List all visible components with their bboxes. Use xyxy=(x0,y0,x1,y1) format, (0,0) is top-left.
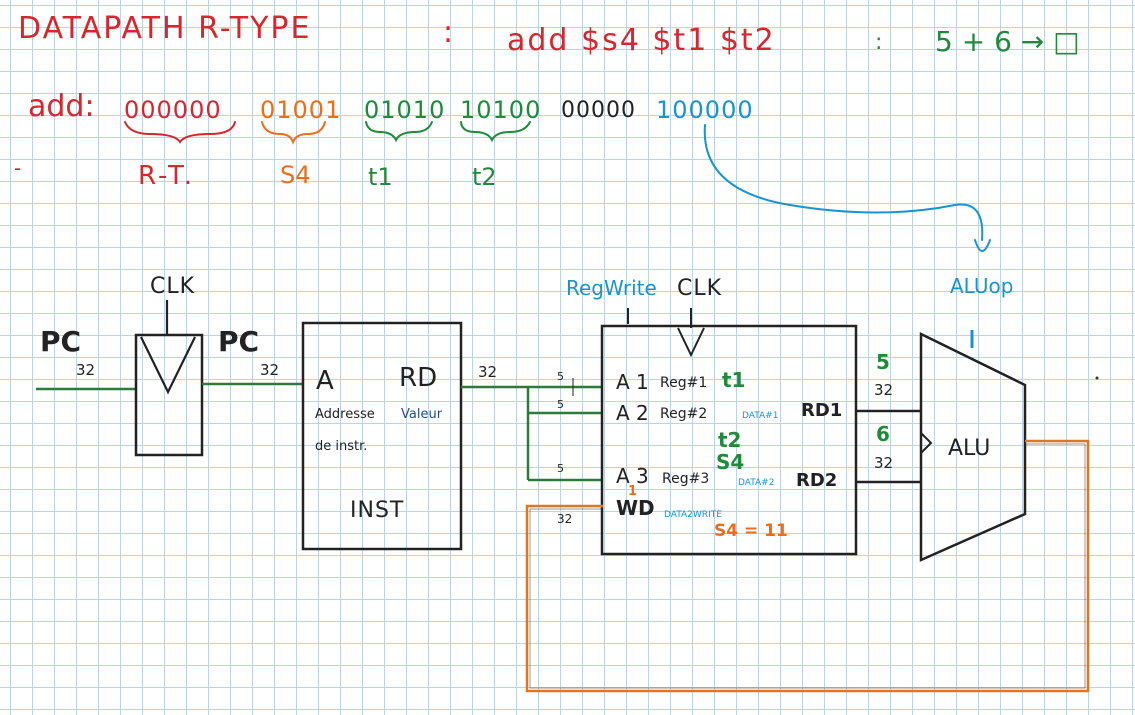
reg-port-a3: A 3 xyxy=(616,464,649,488)
alu-notch xyxy=(920,432,933,454)
encoding-label: add: xyxy=(28,89,95,124)
rt-name: t1 xyxy=(368,163,393,191)
reg-port-a2: A 2 xyxy=(616,401,649,425)
rs-name: S4 xyxy=(280,161,311,189)
wd-one: 1 xyxy=(628,484,638,499)
pc-out-width: 32 xyxy=(260,361,280,379)
brace-t1 xyxy=(365,121,433,143)
inst-port-rd: RD xyxy=(399,363,438,393)
rd2-label: RD2 xyxy=(796,470,838,491)
reg-a2-value: t2 xyxy=(718,428,742,452)
brace-rtype xyxy=(124,121,236,144)
wd-sublabel: DATA2WRITE xyxy=(664,510,722,520)
field-braces xyxy=(124,121,531,145)
reg-a1-value: t1 xyxy=(722,368,746,392)
rd-bits: 10100 xyxy=(460,96,542,124)
a2-width: 5 xyxy=(557,398,564,411)
rd1-label: RD1 xyxy=(801,400,843,421)
write-result: S4 = 11 xyxy=(714,521,788,541)
a1-width: 5 xyxy=(557,370,564,383)
pc-in-label: PC xyxy=(40,325,82,358)
pc-in-width: 32 xyxy=(76,361,96,379)
reg-a2-label: Reg#2 xyxy=(660,406,708,422)
opcode-bits: 000000 xyxy=(124,96,222,124)
alu-shape xyxy=(919,331,1027,562)
aluop-label: ALUop xyxy=(950,274,1014,298)
alu-in1-value: 5 xyxy=(876,350,890,374)
instruction-bus-width: 32 xyxy=(478,363,498,381)
encoding-dash: - xyxy=(14,156,22,180)
brace-s4 xyxy=(261,121,326,145)
rd-name: t2 xyxy=(472,163,497,191)
reg-port-a1: A 1 xyxy=(616,370,649,394)
regwrite-label: RegWrite xyxy=(566,276,657,300)
reg-port-wd: WD xyxy=(616,496,655,520)
funct-bits: 100000 xyxy=(656,96,754,124)
title-colon-2: : xyxy=(875,30,883,55)
inst-desc-left-2: de instr. xyxy=(315,439,368,454)
a3-width: 5 xyxy=(557,462,564,475)
brace-t2 xyxy=(460,121,531,143)
alu-label: ALU xyxy=(948,436,991,461)
alu-in2-value: 6 xyxy=(876,422,890,446)
wd-width: 32 xyxy=(557,512,573,526)
inst-desc-right: Valeur xyxy=(401,407,443,422)
inst-desc-left-1: Addresse xyxy=(315,407,375,422)
page-title: DATAPATH R-TYPE xyxy=(18,11,312,46)
opcode-name: R-T. xyxy=(138,161,196,191)
pc-out-label: PC xyxy=(218,325,260,358)
regfile-clk-label: CLK xyxy=(677,276,723,301)
writeback-loop-shadow xyxy=(529,443,1086,689)
reg-a3-label: Reg#3 xyxy=(662,471,710,487)
data1-label: DATA#1 xyxy=(742,411,779,421)
instruction-memory xyxy=(301,321,463,551)
rt-bits: 01010 xyxy=(364,96,446,124)
rs-bits: 01001 xyxy=(260,96,342,124)
pc-clk-label: CLK xyxy=(150,274,196,299)
title-colon: : xyxy=(443,15,454,50)
reg-a3-value: S4 xyxy=(716,450,745,474)
register-file xyxy=(600,324,858,556)
regfile-clk-triangle xyxy=(677,327,705,358)
dot xyxy=(1095,376,1099,380)
funct-to-aluop-arrow xyxy=(703,124,991,252)
shamt-bits: 00000 xyxy=(561,98,636,123)
reg-a1-label: Reg#1 xyxy=(660,375,708,391)
instruction-text: add $s4 $t1 $t2 xyxy=(507,23,776,58)
alu-in1-width: 32 xyxy=(874,381,894,399)
pc-register xyxy=(134,333,204,457)
sum-text: 5 + 6 → □ xyxy=(935,25,1080,58)
writeback-loop xyxy=(525,439,1090,693)
instruction-bus xyxy=(461,385,603,482)
pc-clk-triangle xyxy=(140,336,196,395)
alu-in2-width: 32 xyxy=(874,454,894,472)
data2-label: DATA#2 xyxy=(738,478,775,488)
inst-mem-name: INST xyxy=(350,498,405,523)
inst-port-a: A xyxy=(316,366,334,396)
